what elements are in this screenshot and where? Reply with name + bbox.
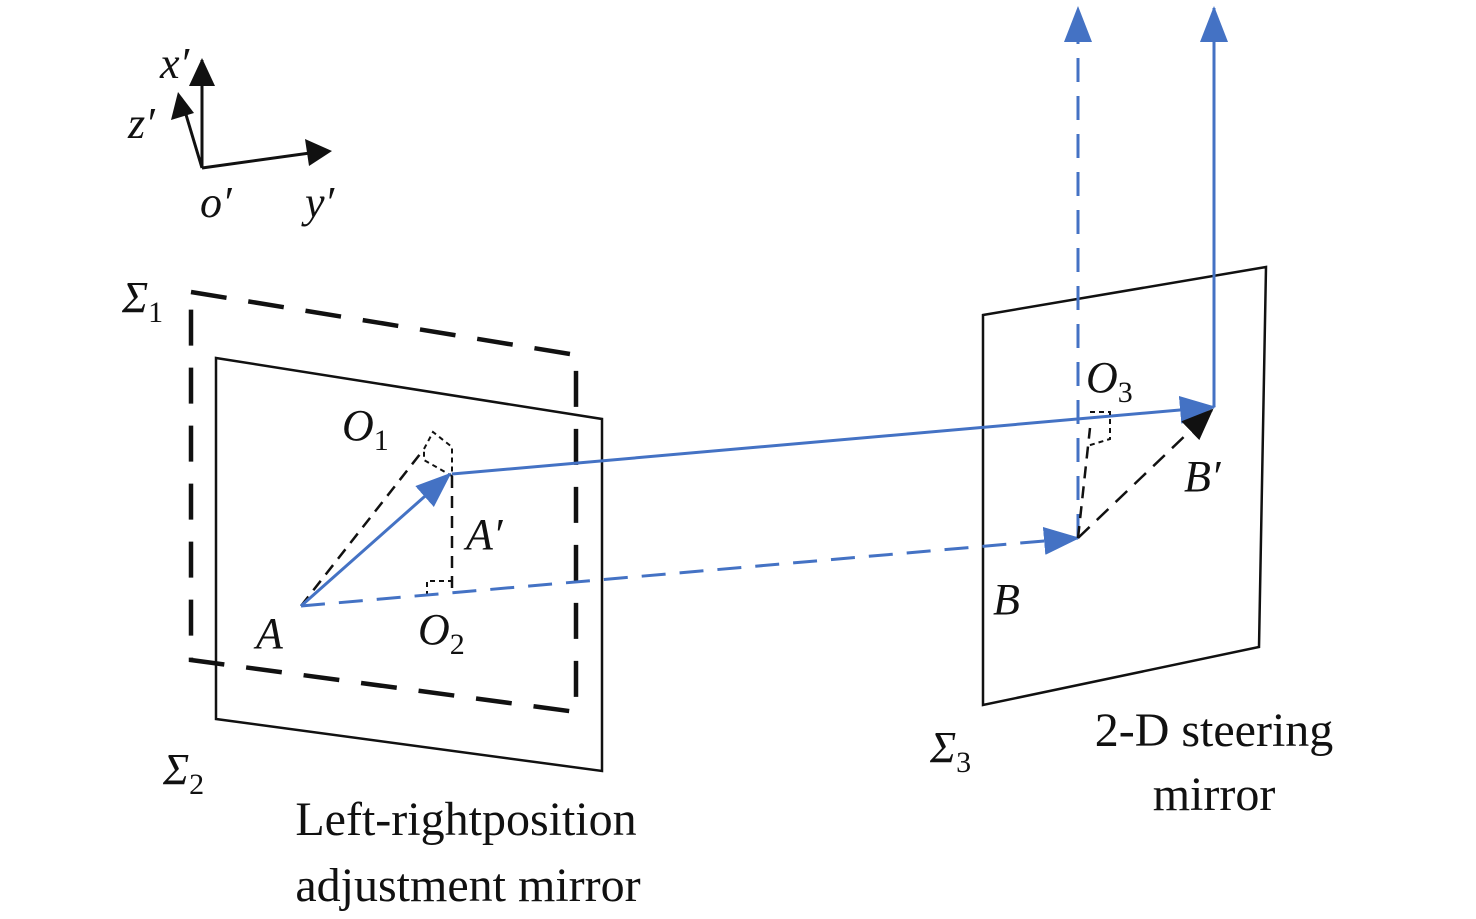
right-caption-line2: mirror <box>1153 768 1276 821</box>
z-axis-arrowhead <box>171 92 194 120</box>
point-o1-label: O1 <box>342 401 389 457</box>
y-axis-arrow <box>201 151 311 170</box>
y-axis-label: y′ <box>301 178 336 227</box>
y-axis-arrowhead <box>305 139 332 166</box>
x-axis-label: x′ <box>159 39 191 88</box>
point-a-prime-label: A′ <box>463 510 504 559</box>
o1-subscript: 1 <box>374 424 389 457</box>
point-o3-label: O3 <box>1086 353 1133 409</box>
o3-main: O <box>1086 353 1118 402</box>
beam-a-prime-to-b-prime <box>451 396 1216 476</box>
point-b-prime-label: B′ <box>1184 452 1222 501</box>
sigma2-subscript: 2 <box>189 768 204 801</box>
coordinate-axes: x′ z′ o′ y′ <box>127 39 336 227</box>
right-angle-o2 <box>426 580 452 596</box>
point-b-label: B <box>993 575 1020 624</box>
z-axis-label: z′ <box>127 99 156 148</box>
left-caption-line1: Left-rightposition <box>295 793 636 846</box>
point-a-label: A <box>253 609 284 658</box>
x-axis-arrowhead <box>189 58 215 86</box>
o3-subscript: 3 <box>1118 376 1133 409</box>
plane-sigma2 <box>214 356 604 773</box>
sigma1-symbol: Σ <box>121 273 148 322</box>
o1-main: O <box>342 401 374 450</box>
sigma3-subscript: 3 <box>956 746 971 779</box>
sigma1-label: Σ1 <box>121 273 163 329</box>
sigma1-subscript: 1 <box>148 296 163 329</box>
point-o2-label: O2 <box>418 605 465 661</box>
line-b-to-o3 <box>1076 427 1092 539</box>
sigma2-symbol: Σ <box>162 745 189 794</box>
beam-a-to-b <box>300 527 1080 608</box>
o2-subscript: 2 <box>450 628 465 661</box>
right-caption-line1: 2-D steering <box>1095 704 1334 757</box>
plane-sigma1 <box>188 289 579 715</box>
right-construction-lines <box>1076 408 1214 539</box>
line-a-o1 <box>300 448 425 607</box>
right-angle-o1 <box>423 430 453 478</box>
origin-label: o′ <box>200 178 233 227</box>
sigma2-label: Σ2 <box>162 745 204 801</box>
left-caption-line2: adjustment mirror <box>295 859 640 912</box>
plane-sigma3 <box>981 265 1268 707</box>
sigma3-symbol: Σ <box>929 723 956 772</box>
left-construction-lines <box>300 430 454 607</box>
right-angle-o3 <box>1086 411 1111 447</box>
o2-main: O <box>418 605 450 654</box>
beam-a-to-a-prime <box>300 472 452 608</box>
line-b-to-b-prime <box>1077 408 1214 539</box>
sigma3-label: Σ3 <box>929 723 971 779</box>
